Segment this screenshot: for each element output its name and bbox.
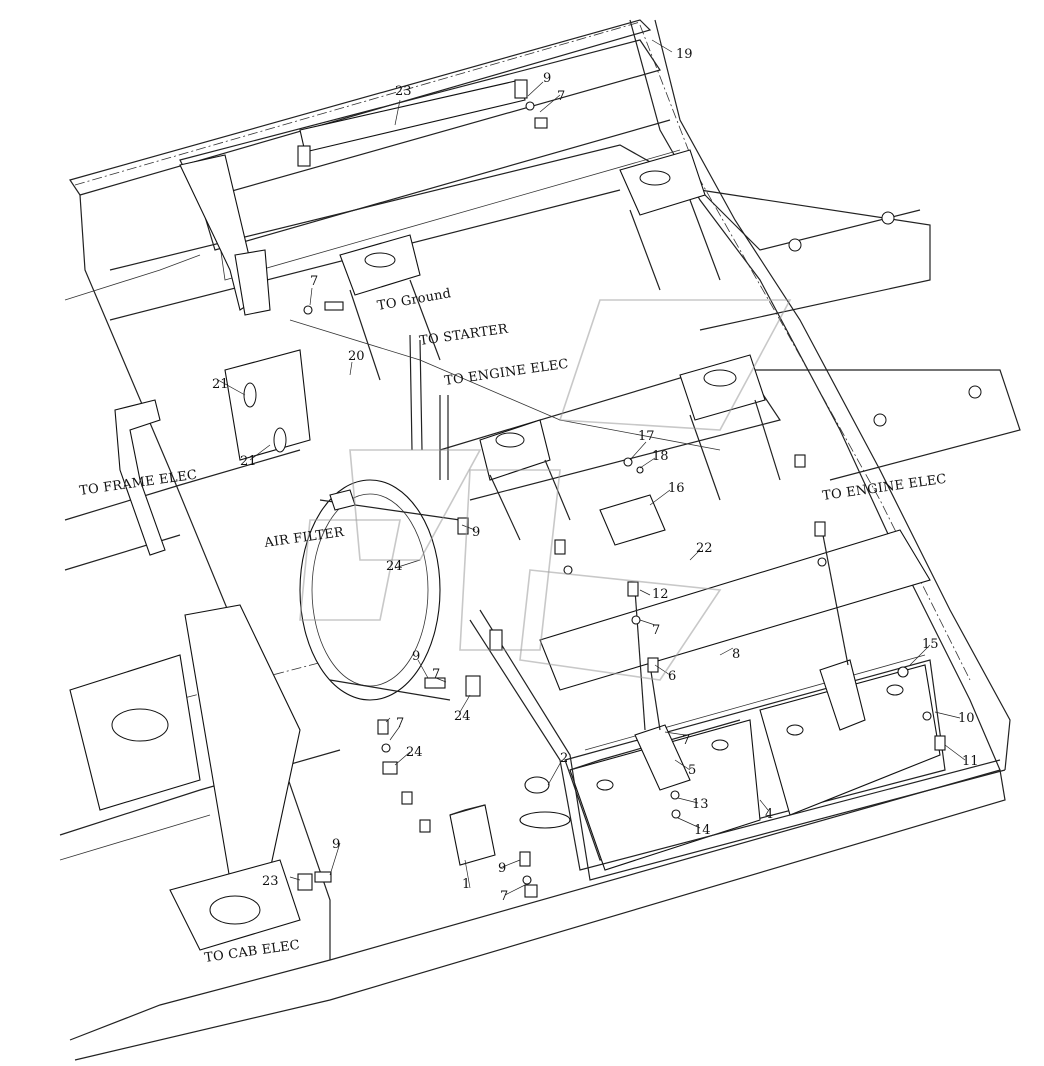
part-1-switch — [449, 804, 496, 866]
cab-elec-bracket — [69, 604, 301, 951]
callout-17: 17 — [638, 429, 655, 444]
callout-22: 22 — [696, 541, 713, 556]
callout-21-upper: 21 — [212, 377, 229, 392]
label-to-starter: TO STARTER — [418, 322, 509, 349]
callout-23-cab: 23 — [262, 874, 279, 889]
callout-9-mid: 9 — [472, 525, 480, 540]
crossmember-lower — [439, 354, 1021, 541]
callout-14: 14 — [694, 823, 711, 838]
callout-7-top: 7 — [557, 89, 565, 104]
callout-8: 8 — [732, 647, 740, 662]
callout-1: 1 — [462, 877, 470, 892]
callout-7-plate: 7 — [652, 623, 660, 638]
battery-left — [569, 719, 761, 871]
callout-15: 15 — [922, 637, 939, 652]
callout-5: 5 — [688, 763, 696, 778]
callout-13: 13 — [692, 797, 709, 812]
callout-6: 6 — [668, 669, 676, 684]
callout-9-bottom: 9 — [498, 861, 506, 876]
callout-9-lower: 9 — [412, 649, 420, 664]
callout-numbers: 1 2 4 5 6 7 7 7 7 7 7 7 8 9 9 9 9 9 10 1… — [212, 47, 979, 904]
callout-7-bottom: 7 — [500, 889, 508, 904]
callout-16: 16 — [668, 481, 685, 496]
bolts-and-washers — [297, 101, 946, 898]
callout-20: 20 — [348, 349, 365, 364]
battery-right — [759, 664, 941, 816]
hold-down-clamps — [634, 529, 866, 791]
callout-7-clamp: 7 — [682, 733, 690, 748]
leader-lines — [217, 39, 966, 896]
label-to-engine-elec-1: TO ENGINE ELEC — [443, 357, 569, 389]
callout-12: 12 — [652, 587, 669, 602]
cable-bundle-up — [289, 319, 721, 480]
callout-4: 4 — [765, 807, 773, 822]
label-to-engine-elec-2: TO ENGINE ELEC — [821, 472, 947, 504]
left-bracket-assembly — [114, 154, 311, 556]
part-16-box — [599, 494, 666, 546]
callout-19: 19 — [676, 47, 693, 62]
callout-7-mid: 7 — [432, 667, 440, 682]
battery-switch — [469, 609, 1006, 881]
callout-9-cab: 9 — [332, 837, 340, 852]
callout-7-lower: 7 — [396, 716, 404, 731]
callout-21-lower: 21 — [240, 454, 257, 469]
callout-24-mid: 24 — [454, 709, 471, 724]
air-filter — [299, 479, 461, 701]
callout-24-filter: 24 — [386, 559, 403, 574]
watermark — [299, 299, 792, 681]
callout-2: 2 — [560, 751, 568, 766]
crossmember-top — [179, 39, 681, 281]
callout-11: 11 — [962, 754, 979, 769]
callout-18: 18 — [652, 449, 669, 464]
callout-7-left: 7 — [310, 274, 318, 289]
callout-24-lower: 24 — [406, 745, 423, 760]
callout-9-top: 9 — [543, 71, 551, 86]
crossmember-middle — [109, 144, 931, 381]
callout-23-top: 23 — [395, 84, 412, 99]
callout-10: 10 — [958, 711, 975, 726]
